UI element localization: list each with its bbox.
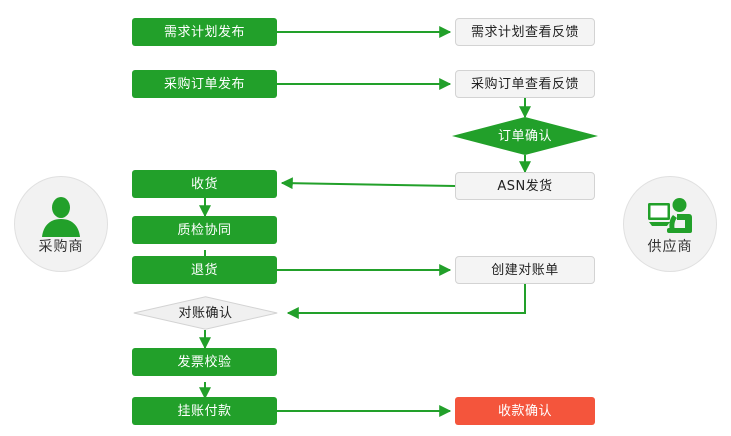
node-receipt-confirm[interactable]: 收款确认 xyxy=(455,397,595,425)
node-payable-payment[interactable]: 挂账付款 xyxy=(132,397,277,425)
actor-buyer[interactable]: 采购商 xyxy=(14,176,108,272)
node-demand-plan-publish[interactable]: 需求计划发布 xyxy=(132,18,277,46)
node-order-confirm[interactable]: 订单确认 xyxy=(452,117,598,155)
node-quality-collab[interactable]: 质检协同 xyxy=(132,216,277,244)
node-po-feedback[interactable]: 采购订单查看反馈 xyxy=(455,70,595,98)
node-asn-ship[interactable]: ASN发货 xyxy=(455,172,595,200)
node-po-publish[interactable]: 采购订单发布 xyxy=(132,70,277,98)
edge-asn-to-receive xyxy=(280,177,456,190)
diamond-shape xyxy=(452,117,598,155)
person-icon xyxy=(42,196,80,237)
node-order-confirm-label: 订单确认 xyxy=(497,128,552,144)
node-receive-goods[interactable]: 收货 xyxy=(132,170,277,198)
diamond-shape xyxy=(133,296,278,330)
node-return-goods[interactable]: 退货 xyxy=(132,256,277,284)
node-statement-confirm[interactable]: 对账确认 xyxy=(133,296,278,330)
actor-supplier[interactable]: 供应商 xyxy=(623,176,717,272)
node-invoice-check[interactable]: 发票校验 xyxy=(132,348,277,376)
node-statement-confirm-label: 对账确认 xyxy=(178,305,233,321)
actor-supplier-label: 供应商 xyxy=(647,238,693,255)
actor-buyer-label: 采购商 xyxy=(38,238,84,255)
edge-create-statement-to-statement-confirm xyxy=(286,284,526,319)
node-create-statement[interactable]: 创建对账单 xyxy=(455,256,595,284)
person-at-computer-icon xyxy=(648,197,692,233)
node-demand-plan-feedback[interactable]: 需求计划查看反馈 xyxy=(455,18,595,46)
